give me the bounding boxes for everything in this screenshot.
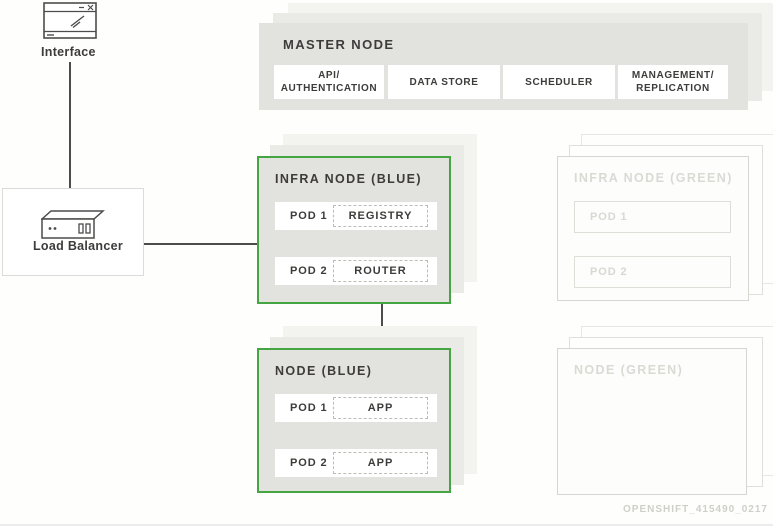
- node-green-title: NODE (GREEN): [574, 363, 684, 377]
- load-balancer: Load Balancer: [2, 188, 144, 276]
- pod2-label: POD 2: [290, 265, 328, 277]
- node-green: NODE (GREEN): [557, 348, 747, 495]
- interface-entity: [43, 2, 97, 39]
- app-service-box-2: APP: [333, 452, 428, 474]
- pod1-label: POD 1: [290, 210, 328, 222]
- pod1-label: POD 1: [290, 402, 328, 414]
- server-appliance-icon: [41, 210, 105, 239]
- pod2-label: POD 2: [290, 457, 328, 469]
- infra-node-blue: INFRA NODE (BLUE) POD 1 REGISTRY POD 2 R…: [257, 156, 451, 304]
- infra-node-blue-pod1-row: POD 1 REGISTRY: [275, 202, 437, 230]
- infra-node-blue-pod2-row: POD 2 ROUTER: [275, 257, 437, 285]
- browser-window-icon: [43, 2, 97, 39]
- router-service-box: ROUTER: [333, 260, 428, 282]
- infra-node-blue-title: INFRA NODE (BLUE): [275, 172, 422, 186]
- infra-node-green-pod1-row: POD 1: [574, 201, 731, 233]
- node-blue-pod1-row: POD 1 APP: [275, 394, 437, 422]
- component-data-store: DATA STORE: [388, 65, 500, 99]
- load-balancer-label: Load Balancer: [33, 239, 124, 253]
- node-blue: NODE (BLUE) POD 1 APP POD 2 APP: [257, 348, 451, 493]
- interface-label: Interface: [41, 45, 96, 59]
- pod1-label: POD 1: [590, 211, 628, 223]
- pod2-label: POD 2: [590, 266, 628, 278]
- infra-node-green: INFRA NODE (GREEN) POD 1 POD 2: [557, 156, 749, 301]
- node-blue-title: NODE (BLUE): [275, 364, 373, 378]
- component-scheduler: SCHEDULER: [503, 65, 615, 99]
- master-node-title: MASTER NODE: [283, 37, 395, 52]
- registry-service-box: REGISTRY: [333, 205, 428, 227]
- component-api-authentication: API/ AUTHENTICATION: [274, 65, 384, 99]
- infra-node-green-title: INFRA NODE (GREEN): [574, 171, 733, 185]
- watermark-text: OPENSHIFT_415490_0217: [623, 504, 768, 515]
- app-service-box-1: APP: [333, 397, 428, 419]
- connector-interface-to-loadbalancer: [69, 62, 71, 188]
- node-blue-pod2-row: POD 2 APP: [275, 449, 437, 477]
- infra-node-green-pod2-row: POD 2: [574, 256, 731, 288]
- component-management-replication: MANAGEMENT/ REPLICATION: [618, 65, 728, 99]
- master-node: MASTER NODE API/ AUTHENTICATION DATA STO…: [259, 23, 748, 110]
